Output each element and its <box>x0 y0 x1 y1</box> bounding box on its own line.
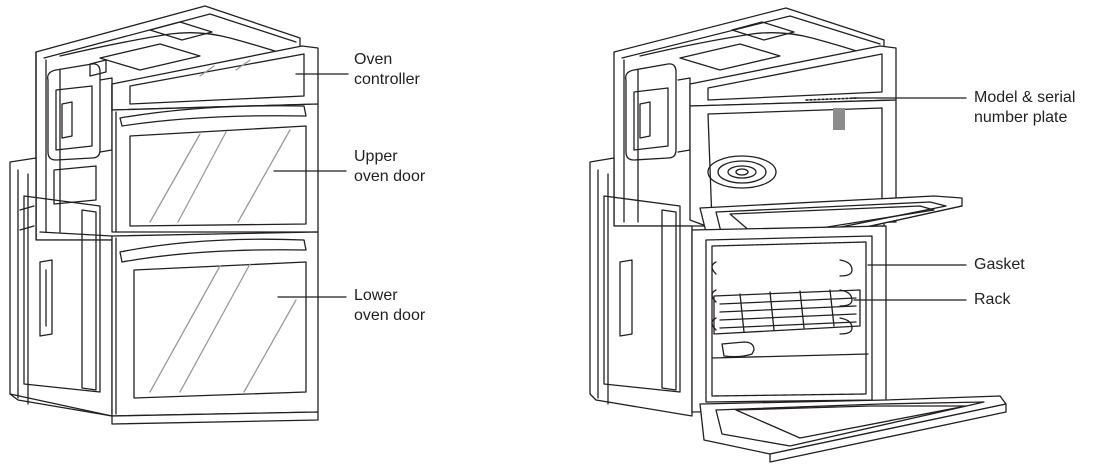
closed-oven-illustration <box>9 5 319 425</box>
label-gasket: Gasket <box>974 256 1025 273</box>
label-oven-controller: Oven controller <box>354 51 420 88</box>
gasket <box>711 241 867 397</box>
label-lower-oven-door: Lower oven door <box>354 287 426 324</box>
rack <box>713 289 861 335</box>
turntable <box>707 155 777 189</box>
lower-oven-door <box>111 231 319 417</box>
label-rack: Rack <box>974 291 1011 308</box>
open-oven-illustration <box>589 7 1007 463</box>
label-upper-oven-door: Upper oven door <box>354 148 426 185</box>
label-model-serial-plate: Model & serial number plate <box>974 89 1076 126</box>
